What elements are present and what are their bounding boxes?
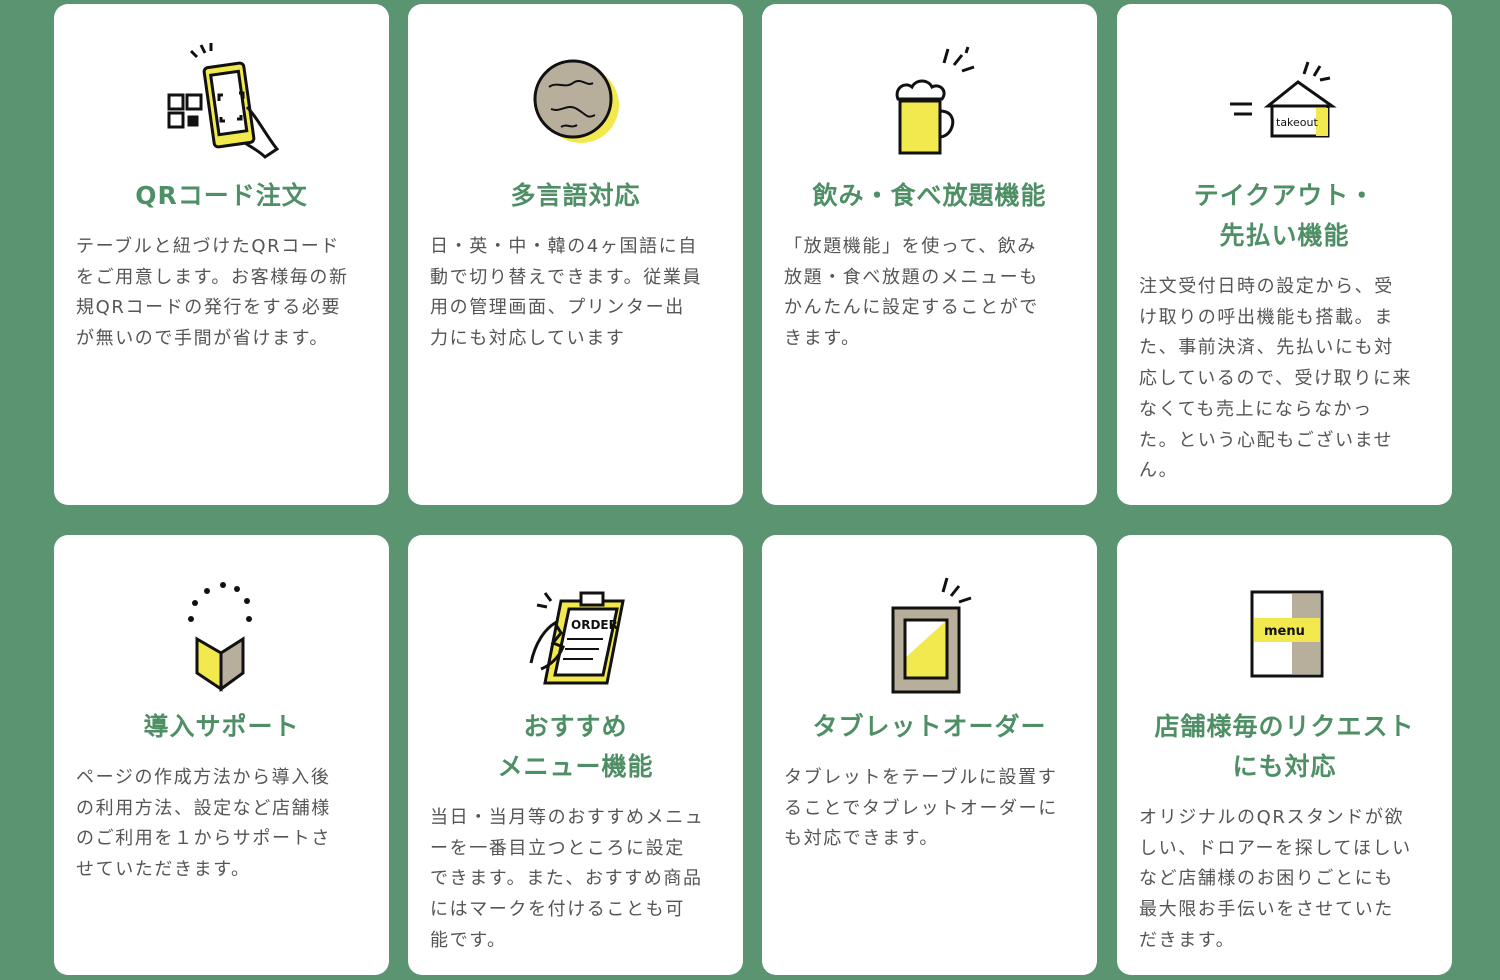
feature-description: 当日・当月等のおすすめメニュ ーを一番目立つところに設定 できます。また、おすす… bbox=[430, 807, 705, 951]
feature-card-support: 導入サポート ページの作成方法から導入後 の利用方法、設定など店舗様 のご利用を… bbox=[54, 535, 389, 975]
takeout-house-icon: takeout bbox=[1117, 34, 1452, 169]
takeout-label: takeout bbox=[1276, 116, 1319, 129]
menu-label: menu bbox=[1264, 624, 1305, 639]
beginner-mark-icon bbox=[54, 565, 389, 700]
feature-card-custom-request: menu 店舗様毎のリクエスト にも対応 オリジナルのQRスタンドが欲 しい、ド… bbox=[1117, 535, 1452, 975]
feature-description: ページの作成方法から導入後 の利用方法、設定など店舗様 のご利用を１からサポート… bbox=[76, 767, 331, 881]
feature-title: タブレットオーダー bbox=[812, 712, 1047, 741]
feature-card-all-you-can-eat: 飲み・食べ放題機能 「放題機能」を使って、飲み 放題・食べ放題のメニューも かん… bbox=[762, 4, 1097, 505]
feature-title: 店舗様毎のリクエスト にも対応 bbox=[1154, 712, 1415, 781]
order-clipboard-icon: ORDER bbox=[408, 565, 743, 700]
tablet-icon bbox=[762, 565, 1097, 700]
globe-icon bbox=[408, 34, 743, 169]
order-label: ORDER bbox=[571, 618, 618, 632]
menu-book-icon: menu bbox=[1117, 565, 1452, 700]
feature-description: オリジナルのQRスタンドが欲 しい、ドロアーを探してほしい など店舗様のお困りご… bbox=[1139, 807, 1412, 951]
feature-card-recommended-menu: ORDER おすすめ メニュー機能 当日・当月等のおすすめメニュ ーを一番目立つ… bbox=[408, 535, 743, 975]
feature-card-qr-order: QRコード注文 テーブルと紐づけたQRコード をご用意します。お客様毎の新 規Q… bbox=[54, 4, 389, 505]
feature-card-tablet-order: タブレットオーダー タブレットをテーブルに設置す ることでタブレットオーダーに … bbox=[762, 535, 1097, 975]
beer-mug-icon bbox=[762, 34, 1097, 169]
feature-title: QRコード注文 bbox=[135, 181, 308, 210]
feature-card-multilingual: 多言語対応 日・英・中・韓の4ヶ国語に自 動で切り替えできます。従業員 用の管理… bbox=[408, 4, 743, 505]
feature-description: 日・英・中・韓の4ヶ国語に自 動で切り替えできます。従業員 用の管理画面、プリン… bbox=[430, 236, 703, 350]
feature-title: 導入サポート bbox=[143, 712, 300, 741]
feature-title: 飲み・食べ放題機能 bbox=[812, 181, 1047, 210]
feature-title: テイクアウト・ 先払い機能 bbox=[1193, 181, 1376, 250]
feature-description: タブレットをテーブルに設置す ることでタブレットオーダーに も対応できます。 bbox=[784, 767, 1058, 850]
qr-phone-icon bbox=[54, 34, 389, 169]
feature-description: 「放題機能」を使って、飲み 放題・食べ放題のメニューも かんたんに設定することが… bbox=[784, 236, 1039, 350]
feature-card-takeout: takeout テイクアウト・ 先払い機能 注文受付日時の設定から、受 け取りの… bbox=[1117, 4, 1452, 505]
feature-title: おすすめ メニュー機能 bbox=[497, 712, 654, 781]
feature-title: 多言語対応 bbox=[510, 181, 641, 210]
feature-description: テーブルと紐づけたQRコード をご用意します。お客様毎の新 規QRコードの発行を… bbox=[76, 236, 349, 350]
feature-description: 注文受付日時の設定から、受 け取りの呼出機能も搭載。ま た、事前決済、先払いにも… bbox=[1139, 276, 1413, 482]
